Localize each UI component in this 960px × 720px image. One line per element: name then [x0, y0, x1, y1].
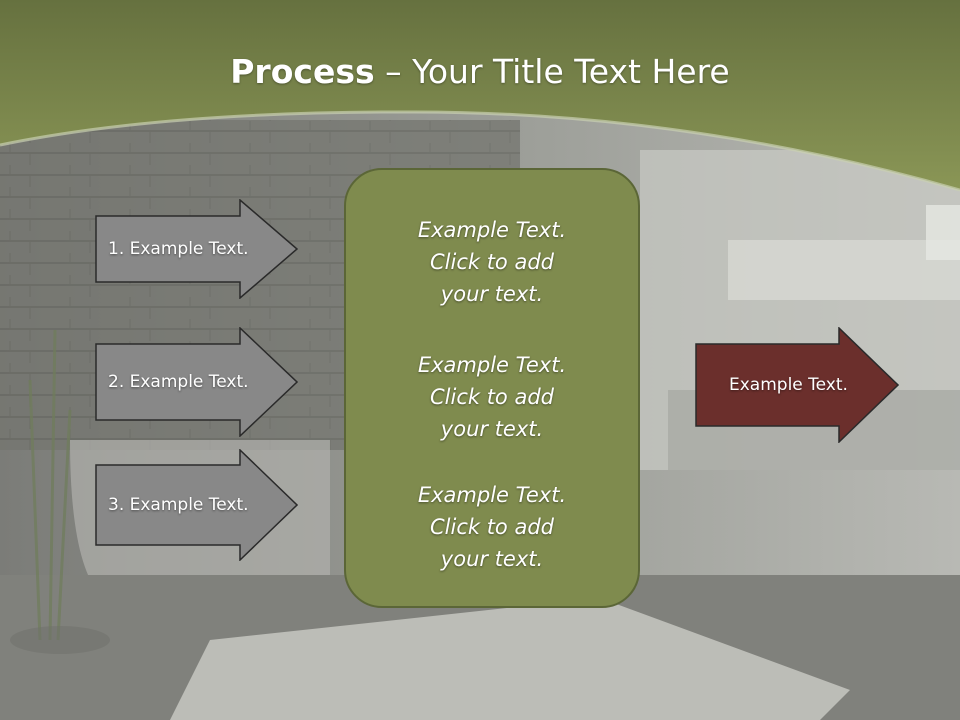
arrow-result-label: Example Text.	[729, 375, 848, 395]
block-3-line-2: Click to add	[429, 515, 554, 539]
arrow-right-icon	[95, 199, 298, 299]
page-title: Process – Your Title Text Here	[0, 52, 960, 91]
title-rest: – Your Title Text Here	[374, 52, 730, 91]
block-2-line-2: Click to add	[429, 385, 554, 409]
arrow-right-icon	[695, 327, 899, 443]
arrow-right-icon	[95, 449, 298, 561]
block-3-line-1: Example Text.	[417, 483, 567, 507]
arrow-right-icon	[95, 327, 298, 437]
block-1-line-2: Click to add	[429, 250, 554, 274]
text-block-1: Example Text. Click to add your text.	[346, 214, 638, 310]
block-3-line-3: your text.	[440, 547, 544, 571]
center-text-box[interactable]: Example Text. Click to add your text. Ex…	[344, 168, 640, 608]
arrow-step-2[interactable]: 2. Example Text.	[95, 327, 298, 437]
title-bold: Process	[230, 52, 375, 91]
text-block-2: Example Text. Click to add your text.	[346, 349, 638, 445]
arrow-step-3-label: 3. Example Text.	[108, 495, 249, 515]
block-2-line-3: your text.	[440, 417, 544, 441]
arrow-step-1[interactable]: 1. Example Text.	[95, 199, 298, 299]
arrow-step-3[interactable]: 3. Example Text.	[95, 449, 298, 561]
arrow-step-1-label: 1. Example Text.	[108, 239, 249, 259]
arrow-step-2-label: 2. Example Text.	[108, 372, 249, 392]
block-2-line-1: Example Text.	[417, 353, 567, 377]
arrow-result[interactable]: Example Text.	[695, 327, 899, 443]
text-block-3: Example Text. Click to add your text.	[346, 479, 638, 575]
block-1-line-1: Example Text.	[417, 218, 567, 242]
block-1-line-3: your text.	[440, 282, 544, 306]
